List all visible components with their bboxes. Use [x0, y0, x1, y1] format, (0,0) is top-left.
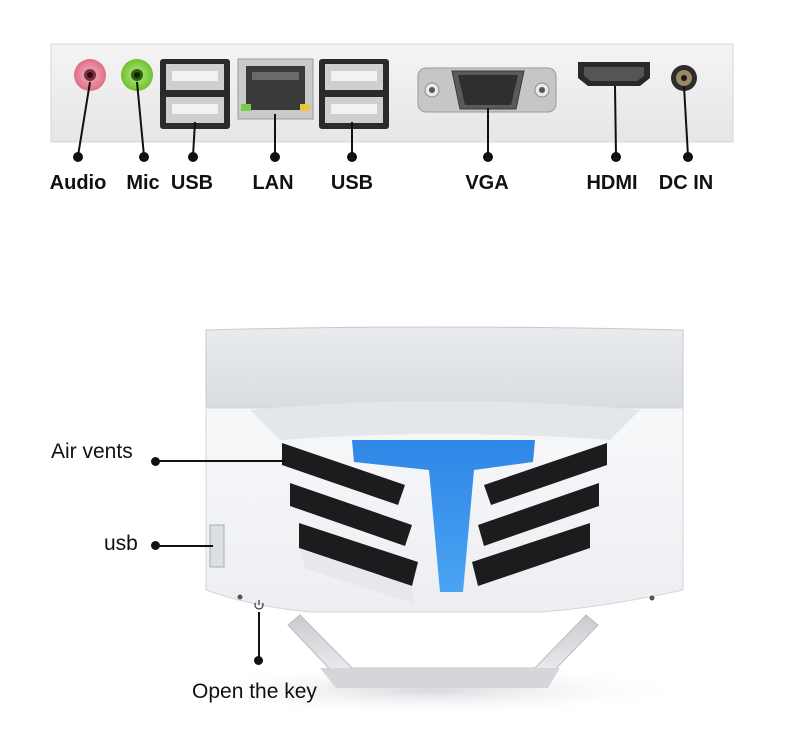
leader-lines [77, 81, 689, 157]
mic-jack-icon [121, 59, 153, 91]
label-usb-right: USB [330, 172, 374, 194]
callout-usb-line [155, 545, 213, 547]
stand [287, 614, 599, 688]
usb-port-right-icon [319, 59, 389, 129]
hdmi-port-icon [578, 62, 650, 86]
callout-air-vents: Air vents [51, 440, 133, 463]
label-dc-in: DC IN [658, 172, 714, 194]
label-lan: LAN [252, 172, 294, 194]
left-air-vents [282, 443, 418, 604]
usb-port-left-icon [160, 59, 230, 129]
indicator-hole-left [237, 594, 243, 600]
power-icon [254, 600, 264, 610]
indicator-hole-right [649, 595, 655, 601]
callout-usb: usb [104, 532, 138, 555]
port-panel [50, 43, 734, 162]
callout-open-key: Open the key [192, 680, 317, 703]
label-vga: VGA [465, 172, 509, 194]
leader-dots [73, 152, 693, 162]
dc-in-port-icon [671, 65, 697, 91]
callout-air-vents-line [155, 460, 285, 462]
label-mic: Mic [126, 172, 160, 194]
callout-open-key-dot [254, 656, 263, 665]
vga-port-icon [417, 67, 557, 113]
label-audio: Audio [49, 172, 107, 194]
device-front-view [170, 326, 690, 716]
screen-back [205, 326, 684, 409]
lan-port-icon [237, 58, 314, 120]
blue-t-accent [352, 440, 535, 592]
label-usb-left: USB [170, 172, 214, 194]
callout-open-key-line [258, 612, 260, 660]
right-air-vents [472, 443, 607, 586]
label-hdmi: HDMI [586, 172, 638, 194]
audio-jack-icon [74, 59, 106, 91]
